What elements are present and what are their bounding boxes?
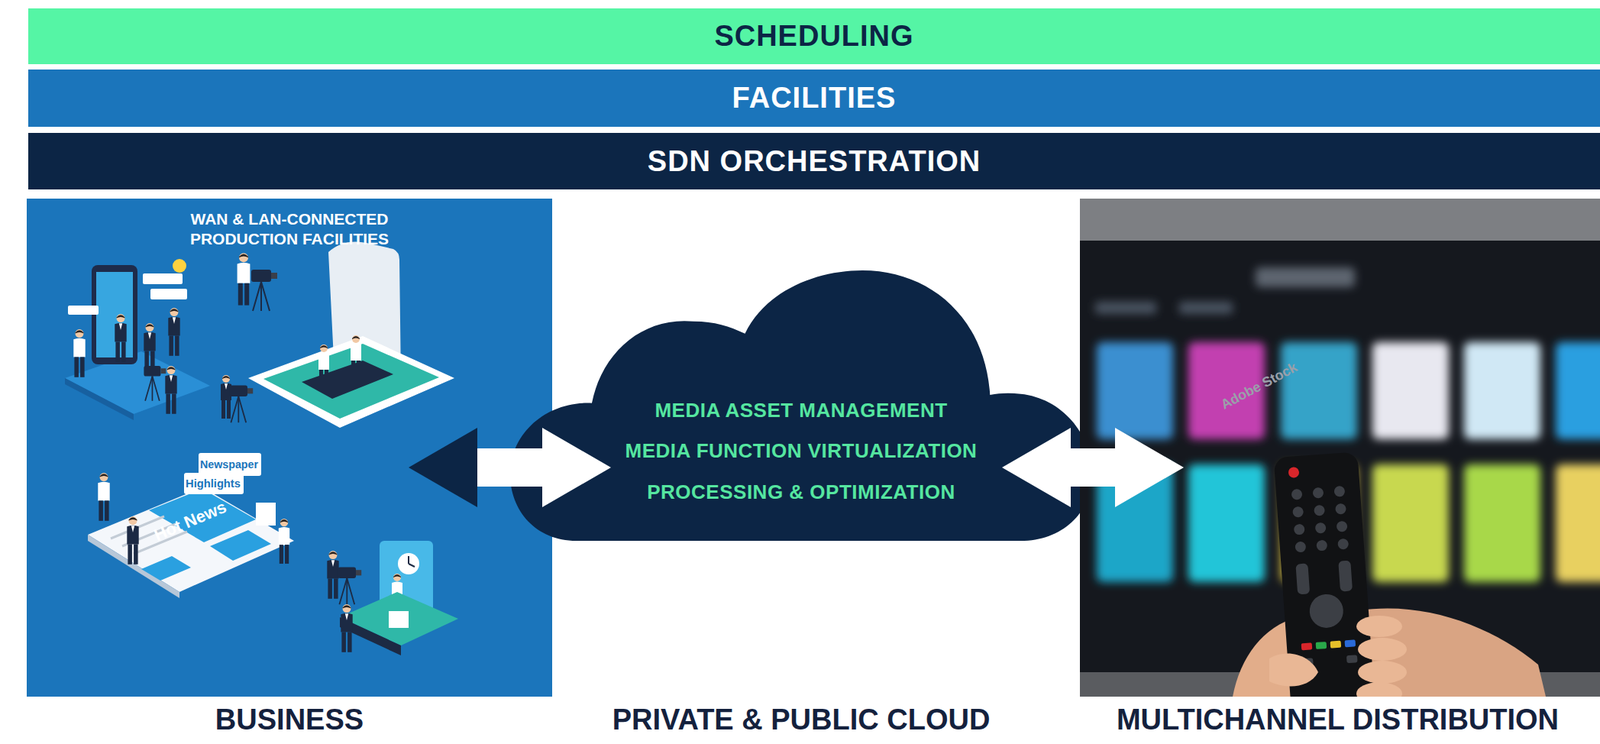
- band-title: SDN ORCHESTRATION: [28, 132, 1600, 190]
- sign-text: Newspaper: [200, 457, 259, 472]
- tv-remote-photo: [1079, 198, 1600, 697]
- section-label: BUSINESS: [11, 702, 568, 737]
- cloud-function: MEDIA FUNCTION VIRTUALIZATION: [555, 438, 1047, 463]
- cloud-shape: MEDIA ASSET MANAGEMENT MEDIA FUNCTION VIR…: [510, 270, 1093, 541]
- cloud-function: PROCESSING & OPTIMIZATION: [555, 479, 1047, 505]
- section-label: PRIVATE & PUBLIC CLOUD: [479, 702, 1123, 737]
- scheduling-band: SCHEDULING: [28, 8, 1600, 65]
- band-title: FACILITIES: [28, 69, 1600, 127]
- band-title: SCHEDULING: [28, 8, 1600, 65]
- panel-heading: WAN & LAN-CONNECTED PRODUCTION FACILITIE…: [163, 209, 416, 249]
- orchestration-band: SDN ORCHESTRATION: [28, 132, 1600, 190]
- sign-text: Highlights: [185, 476, 241, 492]
- section-label: MULTICHANNEL DISTRIBUTION: [1079, 702, 1596, 737]
- facilities-band: FACILITIES: [28, 69, 1600, 127]
- cloud-function: MEDIA ASSET MANAGEMENT: [555, 397, 1047, 423]
